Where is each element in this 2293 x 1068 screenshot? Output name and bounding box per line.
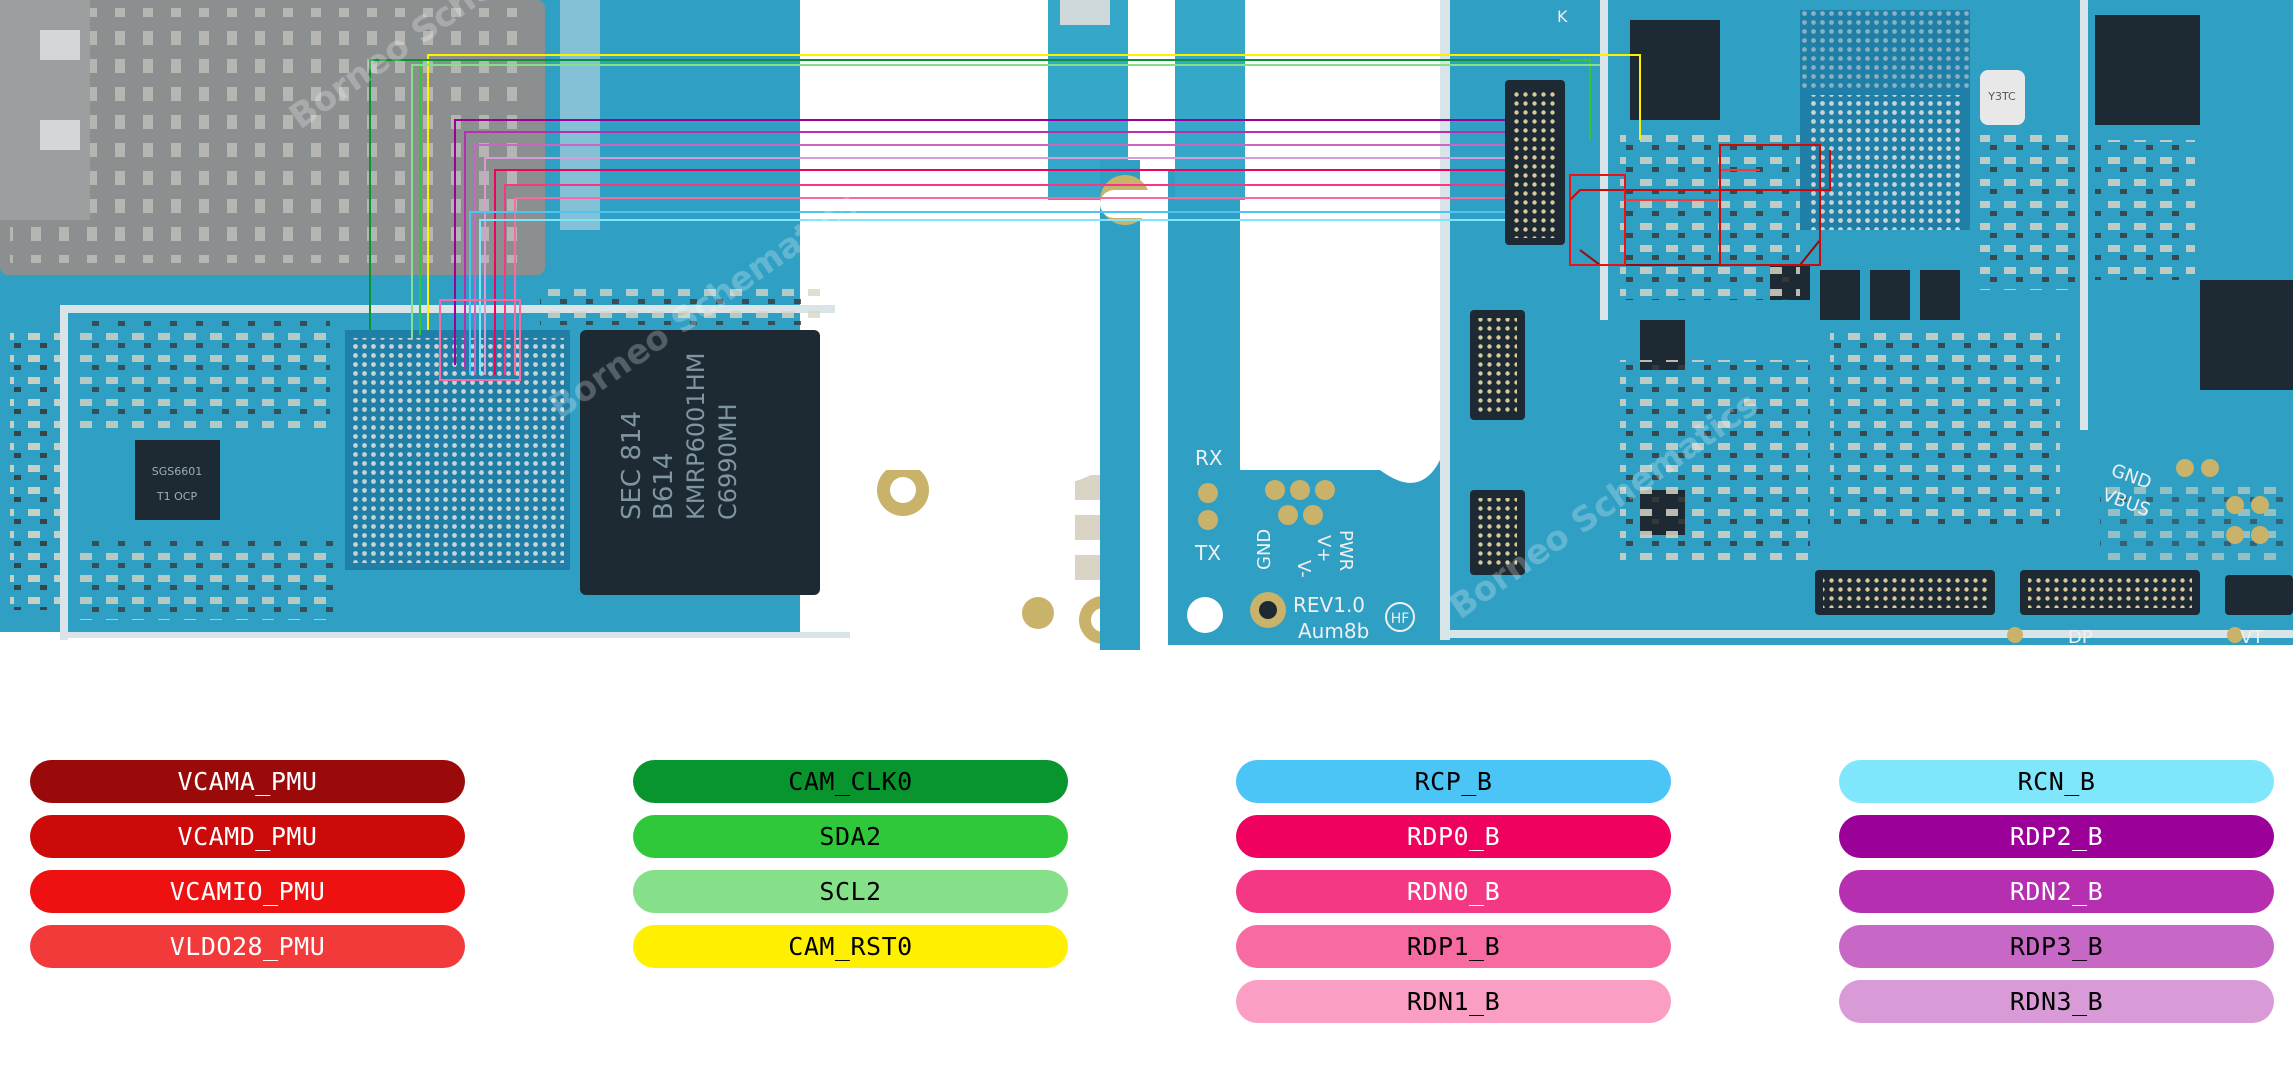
legend-item-cam-clk0: CAM_CLK0 (633, 760, 1068, 803)
legend-item-rdn1-b: RDN1_B (1236, 980, 1671, 1023)
legend-column-control: CAM_CLK0 SDA2 SCL2 CAM_RST0 (633, 760, 1068, 980)
left-pmic-chip (135, 440, 220, 520)
silk-vt: VT (2240, 627, 2264, 648)
memory-label-2: B614 (649, 453, 679, 520)
memory-label-4: C6990MH (714, 403, 742, 520)
crystal (1980, 70, 2025, 125)
signal-traces (369, 54, 1831, 381)
legend-item-vcamio-pmu: VCAMIO_PMU (30, 870, 465, 913)
legend-item-sda2: SDA2 (633, 815, 1068, 858)
silk-k: K (1557, 7, 1568, 26)
legend-item-rdp0-b: RDP0_B (1236, 815, 1671, 858)
legend-item-rdp1-b: RDP1_B (1236, 925, 1671, 968)
legend-item-scl2: SCL2 (633, 870, 1068, 913)
legend-item-rdp2-b: RDP2_B (1839, 815, 2274, 858)
legend-item-vldo28-pmu: VLDO28_PMU (30, 925, 465, 968)
silk-model: Aum8b (1298, 619, 1369, 643)
legend-column-power: VCAMA_PMU VCAMD_PMU VCAMIO_PMU VLDO28_PM… (30, 760, 465, 980)
silk-pwr: PWR (1335, 530, 1356, 571)
signal-legend: VCAMA_PMU VCAMD_PMU VCAMIO_PMU VLDO28_PM… (0, 760, 2293, 1060)
legend-item-rdn3-b: RDN3_B (1839, 980, 2274, 1023)
silk-tx: TX (1194, 541, 1221, 565)
legend-item-rcn-b: RCN_B (1839, 760, 2274, 803)
right-board: RX TX GND V- V+ PWR REV1.0 Aum8b HF (1168, 0, 2293, 648)
legend-item-rdn2-b: RDN2_B (1839, 870, 2274, 913)
silk-vminus: V- (1293, 560, 1314, 578)
legend-item-vcama-pmu: VCAMA_PMU (30, 760, 465, 803)
legend-item-rdp3-b: RDP3_B (1839, 925, 2274, 968)
memory-chip (580, 330, 820, 595)
silk-rev: REV1.0 (1293, 593, 1365, 617)
left-pmic-label: SGS6601 (152, 465, 202, 478)
silk-hf: HF (1391, 611, 1410, 627)
legend-item-cam-rst0: CAM_RST0 (633, 925, 1068, 968)
legend-item-vcamd-pmu: VCAMD_PMU (30, 815, 465, 858)
silk-rx: RX (1195, 446, 1223, 470)
silk-gnd: GND (1254, 529, 1275, 570)
legend-item-rdn0-b: RDN0_B (1236, 870, 1671, 913)
crystal-label: Y3TC (1987, 90, 2016, 103)
memory-label-3: KMRP6001HM (682, 353, 710, 520)
legend-item-rcp-b: RCP_B (1236, 760, 1671, 803)
pcb-board-svg: SGS6601 T1 OCP SEC 814 B614 KMRP6001HM C… (0, 0, 2293, 652)
silk-dp: DP (2068, 627, 2093, 648)
pcb-board-view: SGS6601 T1 OCP SEC 814 B614 KMRP6001HM C… (0, 0, 2293, 652)
legend-column-mipi-p: RCP_B RDP0_B RDN0_B RDP1_B RDN1_B (1236, 760, 1671, 1035)
left-pmic-sublabel: T1 OCP (156, 490, 198, 503)
legend-column-mipi-n: RCN_B RDP2_B RDN2_B RDP3_B RDN3_B (1839, 760, 2274, 1035)
memory-label-1: SEC 814 (617, 411, 647, 520)
silk-vplus: V+ (1313, 535, 1334, 562)
